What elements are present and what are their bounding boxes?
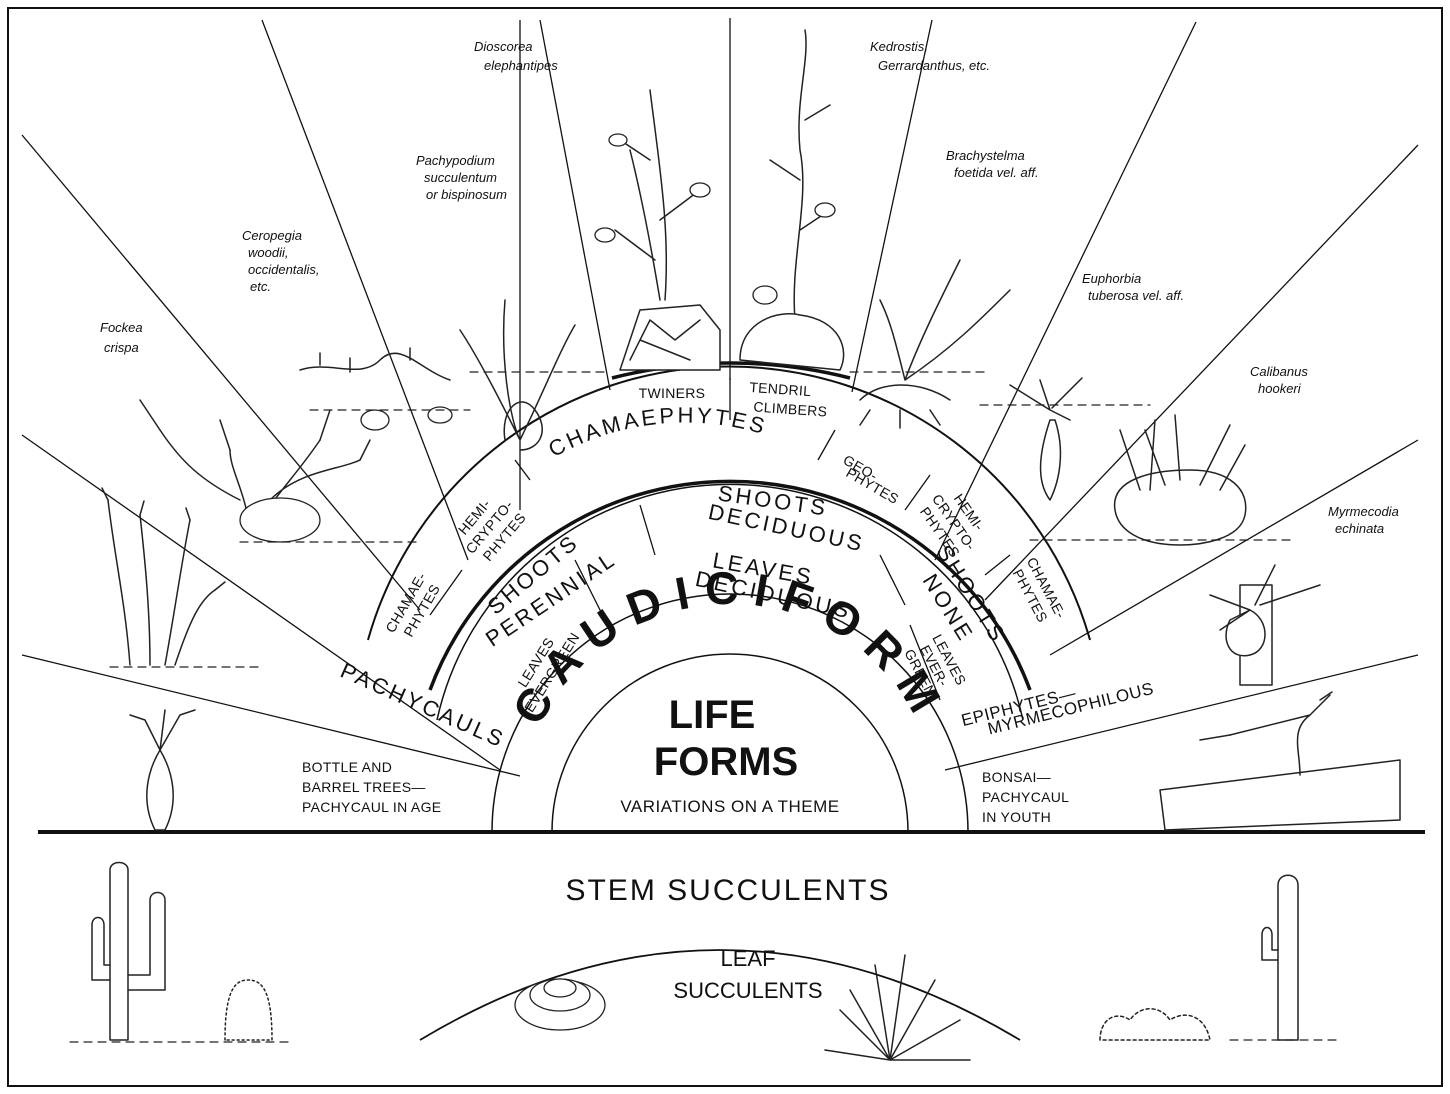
kedrostis-label-1: Kedrostis, [870,39,928,54]
calibanus-label-2: hookeri [1258,381,1302,396]
outer-frame [8,8,1442,1086]
fockea-label-1: Fockea [100,320,143,335]
rosette-illustration [515,979,605,1030]
leaf-succulents-label-1: LEAF [720,946,775,971]
ceropegia-label-2: woodii, [248,245,288,260]
life-label: LIFE [669,693,756,737]
bottle-tree-illustration [130,710,195,830]
brachystelma-label-1: Brachystelma [946,148,1025,163]
brachystelma-label-2: foetida vel. aff. [954,165,1039,180]
euphorbia-illustration [980,378,1150,500]
radial-dividers [22,18,1418,776]
myrmecodia-illustration [1210,565,1320,685]
pachycaul-illustration [102,488,258,667]
chamaephytes-label: CHAMAEPHYTES [544,403,770,462]
ceropegia-label-1: Ceropegia [242,228,302,243]
forms-label: FORMS [654,740,798,784]
bonsai-label-1: BONSAI— [982,769,1051,785]
bonsai-label-2: PACHYCAUL [982,789,1069,805]
calibanus-illustration [1030,415,1290,545]
cactus-cluster-illustration [1100,1009,1210,1040]
saguaro-right-illustration [1230,875,1340,1040]
fockea-label-2: crispa [104,340,139,355]
brachystelma-illustration [850,260,1010,428]
bottle-label-2: BARREL TREES— [302,779,426,795]
bottle-label-3: PACHYCAUL IN AGE [302,799,441,815]
twiners-label: TWINERS [639,385,706,401]
ceropegia-label-4: etc. [250,279,271,294]
barrel-cactus-illustration [225,980,272,1040]
pachypodium-label-2: succulentum [424,170,497,185]
myrmecodia-label-2: echinata [1335,521,1384,536]
bottle-label-1: BOTTLE AND [302,759,392,775]
pachypodium-label-3: or bispinosum [426,187,507,202]
leaf-succulents-label-2: SUCCULENTS [673,978,822,1003]
dioscorea-illustration [595,90,720,370]
dioscorea-label-2: elephantipes [484,58,558,73]
euphorbia-label-2: tuberosa vel. aff. [1088,288,1184,303]
agave-illustration [825,955,970,1060]
ceropegia-illustration [300,348,470,430]
calibanus-label-1: Calibanus [1250,364,1308,379]
variations-subtitle: VARIATIONS ON A THEME [620,797,839,816]
ceropegia-label-3: occidentalis, [248,262,320,277]
myrmecodia-label-1: Myrmecodia [1328,504,1399,519]
kedrostis-label-2: Gerrardanthus, etc. [878,58,990,73]
pachypodium-label-1: Pachypodium [416,153,495,168]
euphorbia-label-1: Euphorbia [1082,271,1141,286]
stem-succulents-label: STEM SUCCULENTS [565,874,890,907]
tendril-label-1: TENDRIL [749,379,812,399]
bonsai-label-3: IN YOUTH [982,809,1051,825]
kedrostis-illustration [740,30,844,370]
dioscorea-label-1: Dioscorea [474,39,533,54]
bonsai-illustration [1160,692,1400,830]
